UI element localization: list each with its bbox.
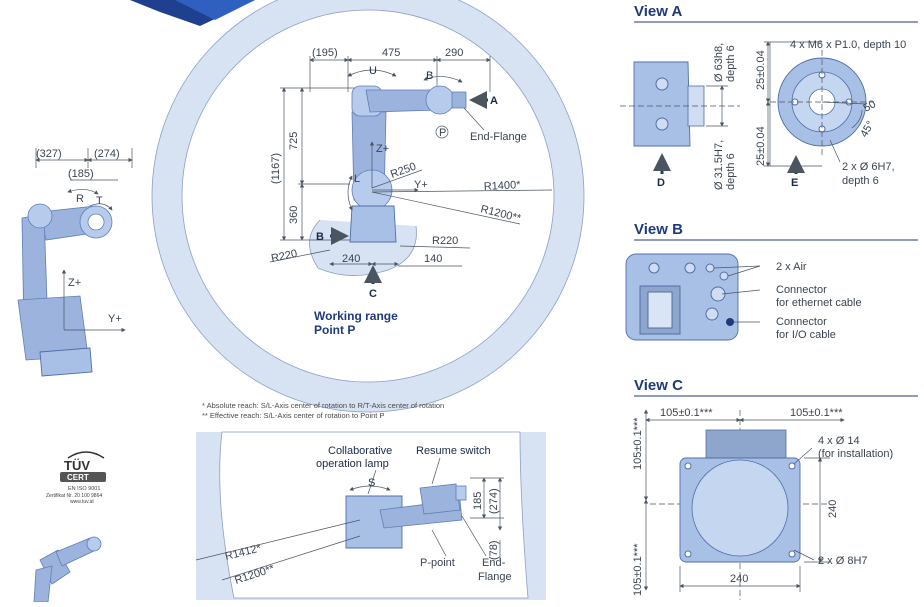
- tuv-cert-logo: TÜV CERT EN ISO 9001 Zertifikat Nr. 20 1…: [46, 451, 106, 505]
- bottom-wrist: [419, 483, 461, 515]
- dim-185: (185): [68, 168, 94, 180]
- dim-290: 290: [445, 47, 463, 59]
- side-base: [39, 347, 93, 377]
- view-c-title: View C: [634, 377, 683, 394]
- top-end-flange: [451, 91, 467, 109]
- bottom-view: Collaborative operation lamp Resume swit…: [195, 431, 546, 600]
- view-b-title: View B: [634, 221, 683, 238]
- dim-105-top-right: 105±0.1***: [790, 407, 843, 419]
- dim-140: 140: [424, 253, 442, 265]
- tuv-cert-text: CERT: [67, 473, 89, 482]
- label-t: T: [96, 195, 103, 207]
- label-y-side: Y+: [108, 313, 122, 325]
- dim-25-top: 25±0.04: [755, 50, 767, 90]
- label-e: E: [791, 177, 798, 189]
- view-c: View C 105±0.1*** 105±0.1*** 105±0.1*** …: [632, 377, 918, 600]
- small-robot-illustration: [33, 536, 102, 603]
- label-io-2: for I/O cable: [776, 329, 836, 341]
- dim-105-left-top: 105±0.1***: [632, 417, 644, 470]
- side-view: (327) (274) (185) R T Z+ Y+: [17, 148, 133, 377]
- label-p-point: P-point: [420, 557, 455, 569]
- point-p-marker: [435, 125, 449, 139]
- label-end-flange-bottom-1: End-: [482, 557, 506, 569]
- working-range-title: Working range: [314, 309, 398, 323]
- view-a-title: View A: [634, 3, 683, 20]
- dim-315h7: Ø 31.5H7,: [713, 140, 725, 190]
- label-eth-1: Connector: [776, 284, 827, 296]
- label-p: P: [439, 127, 446, 139]
- top-view: (195) 475 290 (1167) 725 360 U B A P End…: [151, 0, 585, 413]
- dim-25-bottom: 25±0.04: [755, 126, 767, 166]
- label-y-top: Y+: [414, 179, 428, 191]
- label-r220-left: R220: [270, 248, 298, 265]
- label-end-flange-top: End-Flange: [470, 131, 527, 143]
- tuv-iso: EN ISO 9001: [68, 486, 100, 492]
- dim-360: 360: [288, 206, 300, 224]
- label-holes14: 4 x Ø 14: [818, 435, 860, 447]
- label-b-base: B: [316, 231, 324, 243]
- label-r50: 50: [862, 98, 879, 115]
- dim-185-bottom: 185: [472, 492, 484, 510]
- label-z-side: Z+: [68, 277, 81, 289]
- top-base: [349, 205, 397, 243]
- label-u: U: [369, 65, 377, 77]
- tuv-web: www.tuv.at: [70, 499, 94, 505]
- dim-725: 725: [288, 132, 300, 150]
- top-wrist: [425, 85, 455, 115]
- dim-105-left-bottom: 105±0.1***: [632, 543, 644, 596]
- dim-195: (195): [312, 47, 338, 59]
- dim-1167: (1167): [270, 153, 282, 184]
- label-r1400: R1400*: [484, 179, 522, 193]
- label-l: L: [354, 173, 360, 185]
- tuv-brand: TÜV: [64, 458, 90, 473]
- label-eth-2: for ethernet cable: [776, 297, 862, 309]
- label-lamp-1: Collaborative: [328, 445, 392, 457]
- label-a: A: [490, 95, 498, 107]
- label-io-1: Connector: [776, 316, 827, 328]
- label-end-flange-bottom-2: Flange: [478, 571, 512, 583]
- working-range-subtitle: Point P: [314, 323, 355, 337]
- label-c: C: [369, 288, 377, 300]
- dim-105-top-left: 105±0.1***: [660, 407, 713, 419]
- label-resume: Resume switch: [416, 445, 491, 457]
- dim-327: (327): [36, 148, 62, 160]
- label-hole6-depth: depth 6: [842, 175, 879, 187]
- label-holes14-install: (for installation): [818, 448, 893, 460]
- footnote-effective-reach: ** Effective reach: S/L-Axis center of r…: [202, 411, 384, 420]
- view-a-side-body: [633, 61, 691, 147]
- label-holes8: 2 x Ø 8H7: [818, 555, 868, 567]
- label-d: D: [657, 177, 665, 189]
- label-r220-right: R220: [432, 235, 458, 247]
- view-b: View B 2 x Air Connector for ethernet ca…: [625, 221, 918, 341]
- view-a: View A Ø 63h8, depth 6 Ø 31.5H7, depth 6…: [620, 3, 918, 190]
- dim-240-vertical: 240: [827, 500, 839, 518]
- footnote-absolute-reach: * Absolute reach: S/L-Axis center of rot…: [202, 401, 444, 410]
- label-s: S: [368, 477, 375, 489]
- corner-banner-accent: [175, 0, 255, 20]
- tuv-zert: Zertifikat Nr. 20 100 9864: [46, 493, 102, 499]
- label-hole6: 2 x Ø 6H7,: [842, 161, 895, 173]
- dim-78: (78): [488, 540, 500, 560]
- dim-240-horizontal: 240: [730, 573, 748, 585]
- dim-240-top: 240: [342, 253, 360, 265]
- label-z-top: Z+: [376, 143, 389, 155]
- dim-274: (274): [94, 148, 120, 160]
- label-r: R: [76, 193, 84, 205]
- dim-63h8: Ø 63h8,: [713, 43, 725, 82]
- dim-274-bottom: (274): [488, 488, 500, 514]
- label-lamp-2: operation lamp: [316, 458, 389, 470]
- dim-315h7-depth: depth 6: [725, 153, 737, 190]
- label-b: B: [426, 70, 433, 82]
- dim-63h8-depth: depth 6: [725, 45, 737, 82]
- label-m6: 4 x M6 x P1.0, depth 10: [790, 39, 906, 51]
- dim-475: 475: [382, 47, 400, 59]
- label-air: 2 x Air: [776, 261, 807, 273]
